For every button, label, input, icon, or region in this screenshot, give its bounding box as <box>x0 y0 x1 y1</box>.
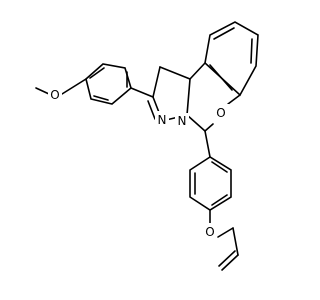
bond-o-anisyl <box>61 78 87 95</box>
ring-oxygen-label: O <box>216 106 225 120</box>
anisyl-ring <box>85 63 132 105</box>
structure-canvas: O O N N O <box>35 21 259 271</box>
oxazine-ring <box>186 62 241 132</box>
pyrazoline-n-single-label: N <box>178 114 187 128</box>
pyrazoline-n-double-label: N <box>158 113 167 127</box>
bond-anisyl-pyrazoline <box>130 87 154 98</box>
phenylene-ring <box>189 156 232 211</box>
methoxy-oxygen-label: O <box>50 88 59 102</box>
bond-ch-ch2-b <box>218 250 236 267</box>
fused-benzene-ring <box>204 21 259 97</box>
bond-oxazine-phenyl <box>204 130 211 158</box>
bond-methyl-o <box>35 87 50 95</box>
bond-ch-ch2-a <box>221 254 239 271</box>
molecule-drawing: O O N N O <box>35 21 259 271</box>
allyl-oxygen-label: O <box>205 225 214 239</box>
bond-o-ch2 <box>217 227 234 238</box>
bond-ch2-ch <box>232 227 239 256</box>
